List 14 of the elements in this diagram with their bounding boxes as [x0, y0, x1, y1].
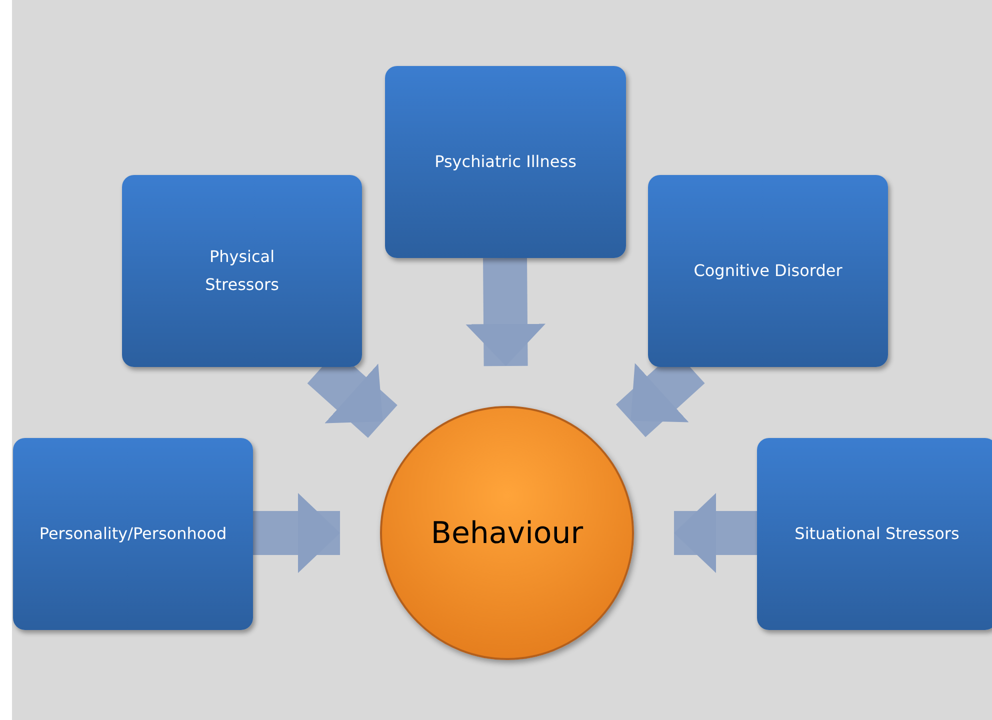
factor-box [13, 438, 253, 630]
factor-box [648, 175, 888, 367]
node-label: Situational Stressors [794, 523, 960, 545]
node-label: Psychiatric Illness [434, 151, 576, 173]
node-label: Behaviour [430, 516, 584, 550]
block-arrow [466, 258, 546, 366]
factor-box [385, 66, 626, 258]
node-label: Cognitive Disorder [694, 260, 842, 282]
block-arrow [674, 493, 757, 573]
factor-box [757, 438, 992, 630]
factor-box [122, 175, 362, 367]
node-label: Physical Stressors [204, 246, 280, 296]
block-arrow [253, 493, 340, 573]
node-label: Personality/Personhood [39, 523, 227, 545]
